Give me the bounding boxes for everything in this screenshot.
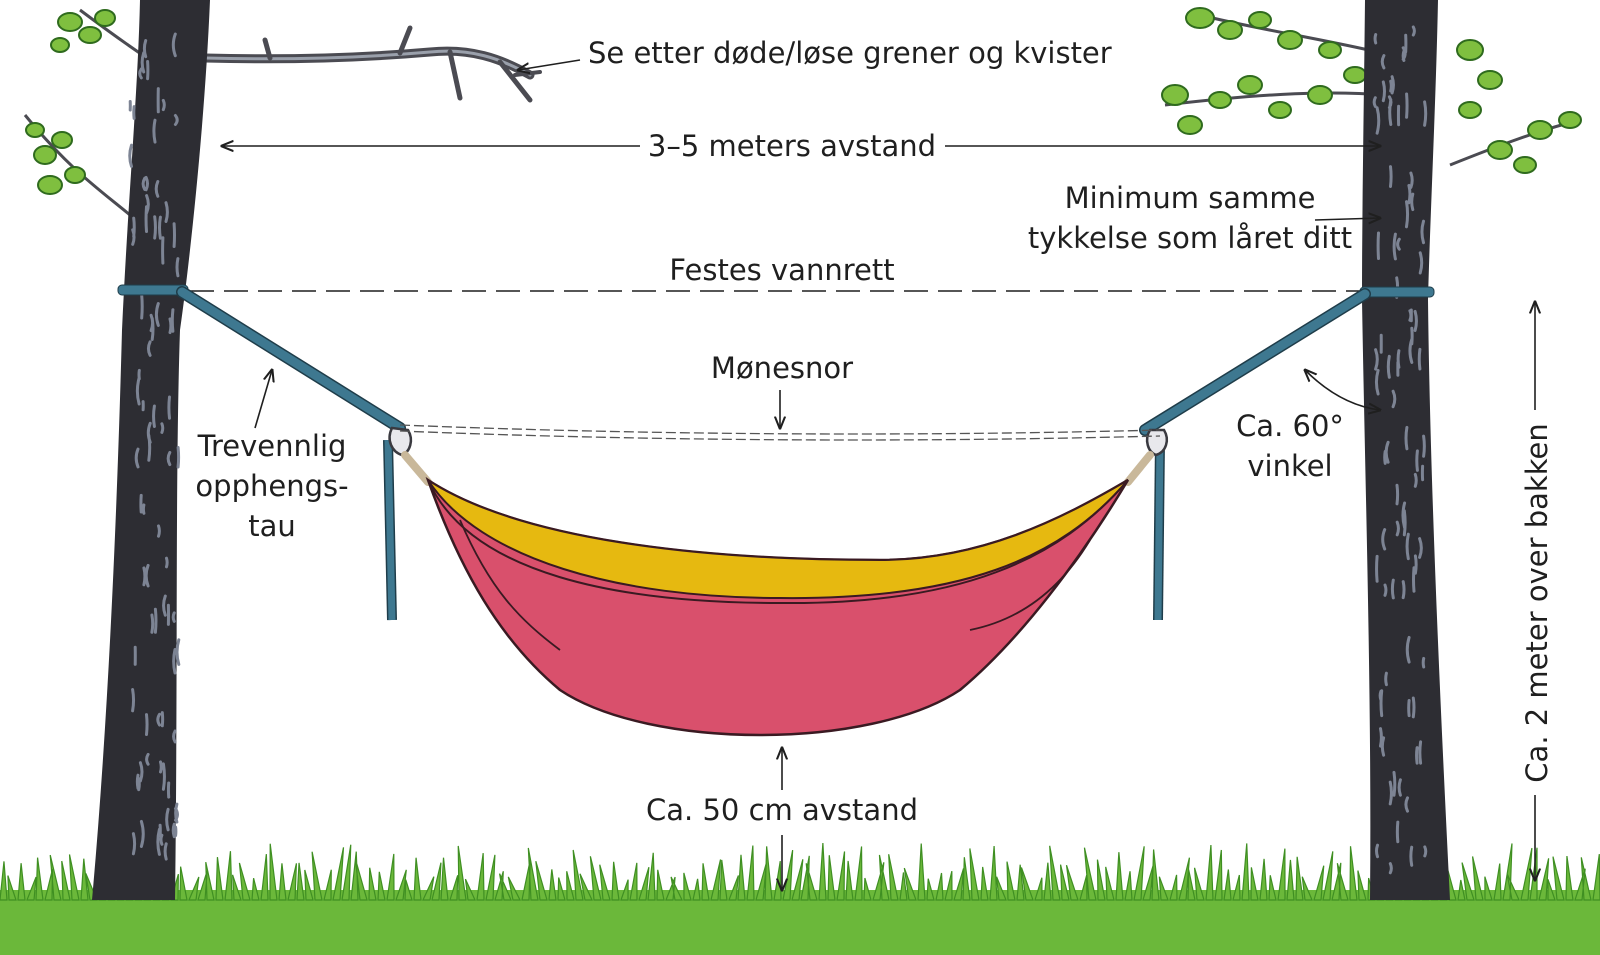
label-thickness-line1: Minimum samme	[1065, 181, 1316, 215]
annotation-arrows	[222, 59, 1535, 890]
left-tree-trunk-icon	[92, 0, 210, 900]
right-foliage-icon	[1161, 7, 1582, 174]
label-ground-gap: Ca. 50 cm avstand	[646, 793, 918, 827]
label-height: Ca. 2 meter over bakken	[1520, 423, 1554, 782]
label-angle-line2: vinkel	[1247, 449, 1332, 483]
label-strap-line3: tau	[248, 509, 296, 543]
grass-icon	[0, 842, 1600, 955]
label-distance: 3–5 meters avstand	[648, 129, 936, 163]
label-horizontal: Festes vannrett	[669, 253, 894, 287]
hammock-icon	[425, 476, 1130, 737]
left-foliage-icon	[23, 8, 151, 217]
label-branches: Se etter døde/løse grener og kvister	[588, 36, 1112, 70]
ridgeline-icon	[399, 424, 1161, 441]
right-tree-trunk-icon	[1362, 0, 1450, 900]
hammock-rope-left	[401, 451, 432, 486]
hammock-rope-right	[1124, 451, 1154, 486]
label-angle-line1: Ca. 60°	[1236, 409, 1344, 443]
label-strap-line1: Trevennlig	[197, 429, 347, 463]
dead-branch-icon	[200, 25, 542, 103]
tree-strap-icon	[117, 284, 1435, 621]
labels: Se etter døde/løse grener og kvister 3–5…	[195, 36, 1554, 827]
label-strap-line2: opphengs-	[195, 469, 348, 503]
label-ridgeline: Mønesnor	[711, 351, 853, 385]
label-thickness-line2: tykkelse som låret ditt	[1028, 221, 1352, 255]
